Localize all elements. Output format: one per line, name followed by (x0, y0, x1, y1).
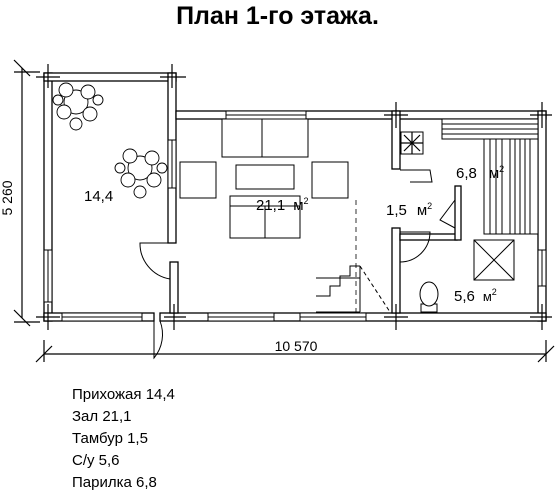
sofa-top (221, 118, 309, 158)
legend-item-wc: С/у 5,6 (72, 452, 120, 469)
room-area-hallway: 14,4 (84, 188, 113, 205)
table (235, 164, 295, 190)
legend-item-hall: Зал 21,1 (72, 408, 132, 425)
armchair-left (179, 161, 217, 199)
windows (43, 110, 547, 322)
vestibule-door (400, 169, 433, 183)
hall-door (139, 242, 176, 280)
wc-door (399, 231, 431, 263)
plant-icon (52, 82, 104, 131)
sauna-door (439, 199, 456, 229)
entry-door (153, 320, 163, 360)
stairs (316, 265, 391, 313)
bench-mid (483, 138, 511, 235)
legend-item-vestibule: Тамбур 1,5 (72, 430, 148, 447)
legend-item-hallway: Прихожая 14,4 (72, 386, 175, 403)
sauna (400, 118, 539, 281)
depth-dimension: 5 260 (0, 180, 15, 215)
legend-item-sauna: Парилка 6,8 (72, 474, 157, 491)
furniture (179, 118, 349, 239)
toilet-icon (419, 281, 439, 313)
plant-icon-2 (114, 148, 168, 199)
room-legend: Прихожая 14,4 Зал 21,1 Тамбур 1,5 С/у 5,… (72, 384, 175, 494)
width-dimension: 10 570 (275, 338, 318, 354)
page-title: План 1-го этажа. (176, 2, 379, 30)
doors (139, 169, 456, 360)
bench-right (509, 138, 539, 235)
armchair-right (311, 161, 349, 199)
